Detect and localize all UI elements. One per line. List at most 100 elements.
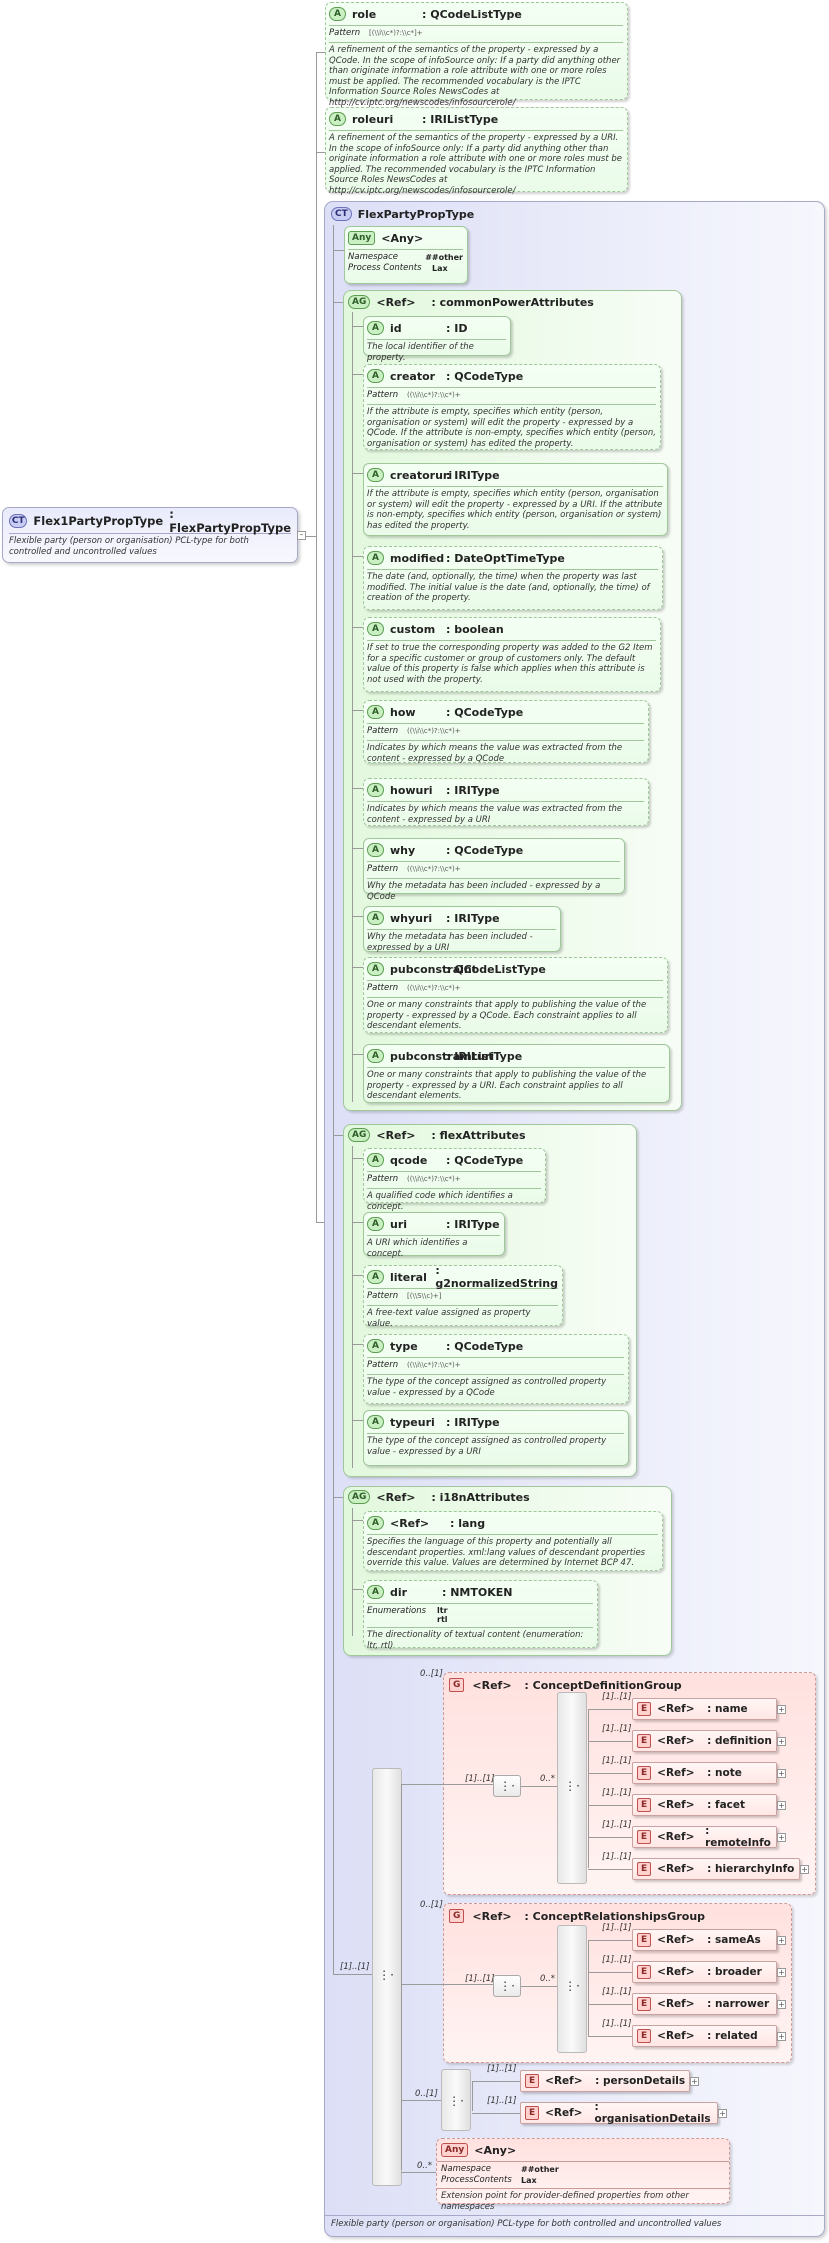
attribute-roleuri[interactable]: A roleuri : IRIListType A refinement of …	[325, 107, 628, 196]
expand-toggle[interactable]: +	[777, 2000, 786, 2009]
any-extension-point[interactable]: Any <Any> Namespace##other ProcessConten…	[436, 2138, 730, 2212]
group-icon: G	[449, 1909, 465, 1923]
attribute-modified[interactable]: A modified : DateOptTimeType The date (a…	[363, 546, 663, 610]
attribute-typeuri[interactable]: A typeuri : IRIType The type of the conc…	[363, 1410, 629, 1466]
element-persondetails[interactable]: E <Ref> : personDetails	[520, 2070, 690, 2092]
expand-toggle[interactable]: +	[777, 2032, 786, 2041]
element-organisationdetails[interactable]: E <Ref> : organisationDetails	[520, 2101, 718, 2125]
attribute-icon: A	[329, 112, 346, 126]
attribute-dir[interactable]: A dir : NMTOKEN Enumerations ltr rtl The…	[363, 1580, 598, 1651]
attribute-icon: A	[367, 1415, 384, 1429]
sequence-icon: ⋮·	[493, 1775, 521, 1797]
attribute-lang[interactable]: A <Ref> : lang Specifies the language of…	[363, 1511, 663, 1571]
attribute-group-icon: AG	[348, 1490, 371, 1504]
sequence-icon: ⋮·	[493, 1975, 521, 1997]
attribute-icon: A	[367, 321, 384, 335]
concept-relationships-group-title: : ConceptRelationshipsGroup	[524, 1909, 706, 1923]
attribute-whyuri[interactable]: A whyuri : IRIType Why the metadata has …	[363, 906, 561, 953]
element-name[interactable]: E <Ref> : name	[632, 1698, 777, 1720]
element-icon: E	[637, 1798, 652, 1812]
element-icon: E	[637, 2029, 652, 2043]
choice-compositor[interactable]	[557, 1925, 587, 2053]
element-icon: E	[637, 1933, 652, 1947]
element-icon: E	[637, 1997, 652, 2011]
choice-icon: ⋮·	[448, 2094, 464, 2108]
element-broader[interactable]: E <Ref> : broader	[632, 1961, 777, 1983]
attribute-literal[interactable]: A literal : g2normalizedString Pattern[(…	[363, 1264, 563, 1329]
complex-type-badge: CT	[9, 514, 28, 528]
attribute-how[interactable]: A how : QCodeType Pattern((\\i\\c*)?:\\c…	[363, 700, 649, 764]
attribute-type[interactable]: A type : QCodeType Pattern((\\i\\c*)?:\\…	[363, 1334, 629, 1404]
any-icon: Any	[441, 2143, 469, 2157]
choice-compositor[interactable]	[557, 1692, 587, 1884]
element-related[interactable]: E <Ref> : related	[632, 2025, 777, 2047]
root-type-base: : FlexPartyPropType	[169, 507, 292, 535]
choice-icon: ⋮·	[564, 1779, 580, 1793]
attribute-creator[interactable]: A creator : QCodeType Pattern((\\i\\c*)?…	[363, 364, 661, 450]
attribute-group-icon: AG	[348, 295, 371, 309]
flex-type-footer: Flexible party (person or organisation) …	[331, 2219, 722, 2229]
root-type-description: Flexible party (person or organisation) …	[9, 536, 249, 557]
attribute-why[interactable]: A why : QCodeType Pattern((\\i\\c*)?:\\c…	[363, 838, 625, 902]
attribute-qcode[interactable]: A qcode : QCodeType Pattern((\\i\\c*)?:\…	[363, 1148, 546, 1212]
expand-toggle[interactable]: +	[777, 1737, 786, 1746]
element-hierarchyinfo[interactable]: E <Ref> : hierarchyInfo	[632, 1858, 800, 1880]
expand-toggle[interactable]: +	[777, 1936, 786, 1945]
element-sameas[interactable]: E <Ref> : sameAs	[632, 1929, 777, 1951]
choice-compositor[interactable]	[441, 2069, 471, 2131]
flex-type-title: FlexPartyPropType	[357, 207, 475, 221]
attribute-icon: A	[367, 1339, 384, 1353]
element-icon: E	[637, 1766, 652, 1780]
element-narrower[interactable]: E <Ref> : narrower	[632, 1993, 777, 2015]
element-definition[interactable]: E <Ref> : definition	[632, 1730, 777, 1752]
expand-toggle[interactable]: +	[777, 1705, 786, 1714]
sequence-cardinality: [1]..[1]	[340, 1962, 370, 1972]
expand-toggle[interactable]: +	[718, 2109, 727, 2118]
attribute-id[interactable]: A id : ID The local identifier of the pr…	[363, 316, 511, 363]
attribute-icon: A	[367, 843, 384, 857]
expand-toggle[interactable]: +	[777, 1833, 786, 1842]
attribute-icon: A	[367, 468, 384, 482]
attribute-icon: A	[367, 705, 384, 719]
attribute-custom[interactable]: A custom : boolean If set to true the co…	[363, 617, 661, 692]
expand-toggle[interactable]: +	[690, 2077, 699, 2086]
choice-icon: ⋮·	[564, 1979, 580, 1993]
root-connector	[306, 536, 316, 537]
attribute-creatoruri[interactable]: A creatoruri : IRIType If the attribute …	[363, 463, 668, 536]
expand-toggle[interactable]: +	[800, 1865, 809, 1874]
element-icon: E	[525, 2106, 540, 2120]
collapse-toggle[interactable]: –	[297, 531, 306, 540]
attribute-role[interactable]: A role : QCodeListType Pattern[(\\i\\c*)…	[325, 2, 628, 108]
element-facet[interactable]: E <Ref> : facet	[632, 1794, 777, 1816]
attribute-icon: A	[367, 962, 384, 976]
any-attribute[interactable]: Any <Any> Namespace##other Process Conte…	[344, 226, 468, 284]
attribute-icon: A	[367, 622, 384, 636]
attribute-pubconstrainturi[interactable]: A pubconstrainturi : IRIListType One or …	[363, 1044, 670, 1103]
attribute-icon: A	[367, 1585, 384, 1599]
element-remoteinfo[interactable]: E <Ref> : remoteInfo	[632, 1825, 777, 1849]
element-icon: E	[525, 2074, 540, 2088]
attribute-icon: A	[367, 1516, 384, 1530]
attribute-pubconstraint[interactable]: A pubconstraint : QCodeListType Pattern(…	[363, 957, 668, 1033]
concept-definition-group-title: : ConceptDefinitionGroup	[524, 1678, 682, 1692]
sequence-icon: ⋮·	[378, 1968, 394, 1982]
attribute-howuri[interactable]: A howuri : IRIType Indicates by which me…	[363, 778, 649, 826]
element-icon: E	[637, 1965, 652, 1979]
attribute-icon: A	[367, 911, 384, 925]
attribute-group-icon: AG	[348, 1128, 371, 1142]
element-icon: E	[637, 1734, 652, 1748]
root-type-node[interactable]: CT Flex1PartyPropType : FlexPartyPropTyp…	[2, 507, 298, 563]
attribute-icon: A	[367, 1217, 384, 1231]
expand-toggle[interactable]: +	[777, 1801, 786, 1810]
complex-type-badge: CT	[331, 207, 352, 221]
expand-toggle[interactable]: +	[777, 1968, 786, 1977]
expand-toggle[interactable]: +	[777, 1769, 786, 1778]
attribute-icon: A	[329, 7, 346, 21]
attribute-icon: A	[367, 1270, 384, 1284]
attribute-uri[interactable]: A uri : IRIType A URI which identifies a…	[363, 1212, 505, 1259]
attribute-icon: A	[367, 551, 384, 565]
i18n-attributes-title: : i18nAttributes	[431, 1490, 530, 1504]
element-icon: E	[637, 1702, 652, 1716]
root-type-name: Flex1PartyPropType	[33, 514, 164, 528]
element-note[interactable]: E <Ref> : note	[632, 1762, 777, 1784]
